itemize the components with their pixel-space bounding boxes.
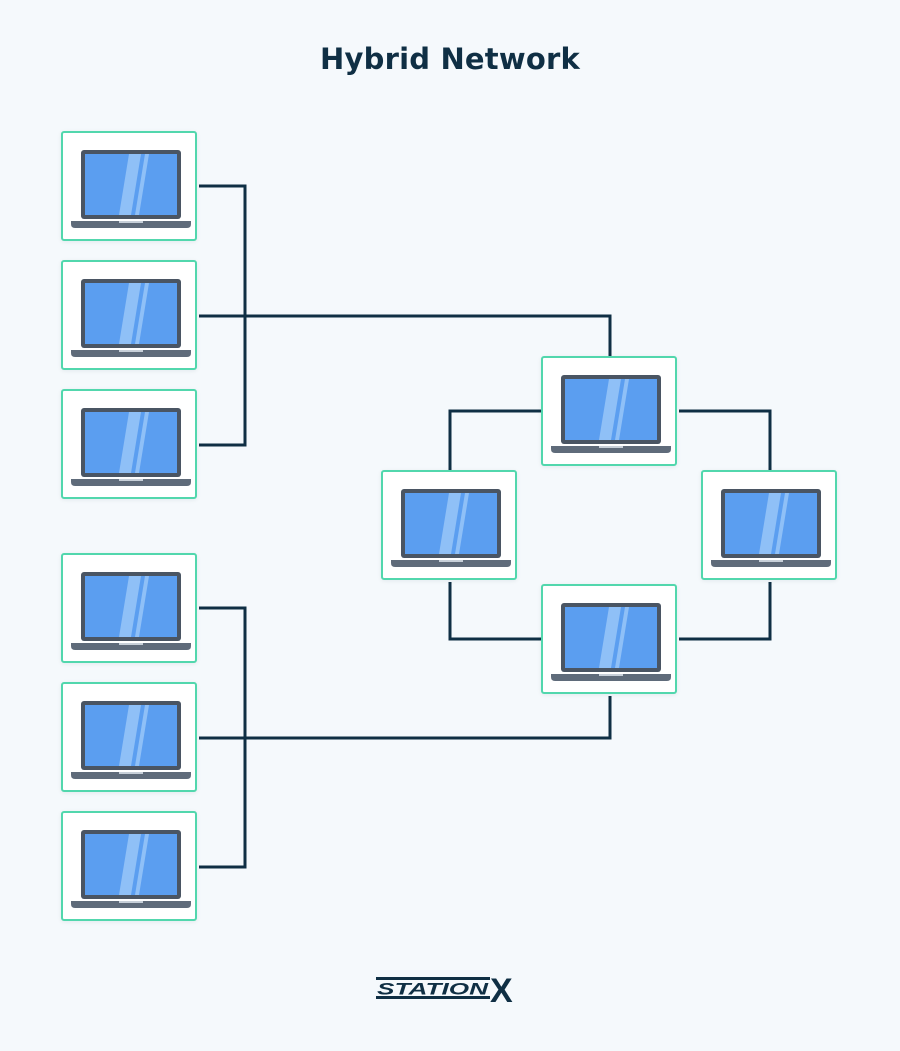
laptop-node-bus-b-2 bbox=[61, 682, 197, 792]
laptop-icon bbox=[71, 150, 191, 230]
laptop-node-ring-top bbox=[541, 356, 677, 466]
ring-link-top-left bbox=[448, 409, 541, 470]
laptop-node-bus-a-2 bbox=[61, 260, 197, 370]
laptop-icon bbox=[551, 603, 671, 683]
laptop-node-bus-b-1 bbox=[61, 553, 197, 663]
bus-a-uplink-line bbox=[199, 314, 612, 356]
laptop-icon bbox=[71, 701, 191, 781]
diagram-title: Hybrid Network bbox=[320, 42, 580, 76]
laptop-node-ring-bottom bbox=[541, 584, 677, 694]
laptop-icon bbox=[391, 489, 511, 569]
laptop-icon bbox=[71, 572, 191, 652]
laptop-node-bus-a-1 bbox=[61, 131, 197, 241]
laptop-icon bbox=[711, 489, 831, 569]
logo-text: STATION bbox=[377, 980, 489, 999]
laptop-node-bus-a-3 bbox=[61, 389, 197, 499]
laptop-icon bbox=[551, 375, 671, 455]
ring-link-right-bottom bbox=[679, 582, 772, 641]
laptop-icon bbox=[71, 279, 191, 359]
ring-link-top-right bbox=[679, 409, 772, 470]
stationx-logo: STATION X bbox=[376, 972, 513, 1005]
logo-x-mark: X bbox=[490, 972, 513, 1005]
laptop-node-ring-left bbox=[381, 470, 517, 580]
laptop-node-bus-b-3 bbox=[61, 811, 197, 921]
laptop-icon bbox=[71, 830, 191, 910]
ring-link-left-bottom bbox=[448, 582, 541, 641]
bus-b-uplink-line bbox=[199, 696, 612, 740]
laptop-icon bbox=[71, 408, 191, 488]
laptop-node-ring-right bbox=[701, 470, 837, 580]
